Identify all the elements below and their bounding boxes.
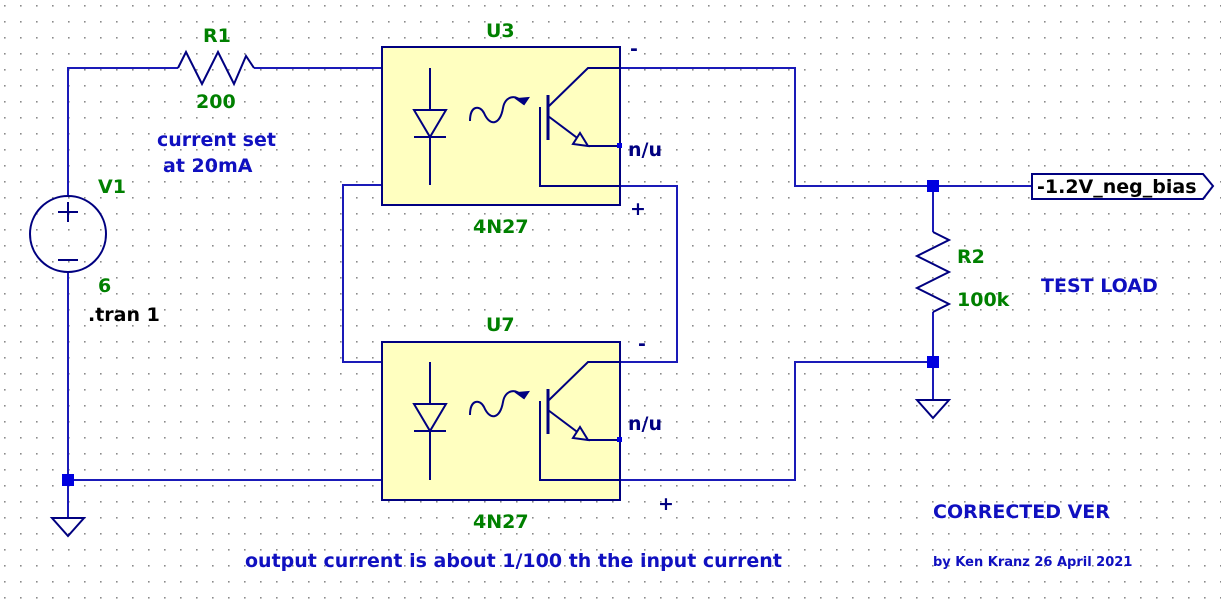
u3-led-diode	[412, 109, 448, 139]
u3-part-label: 4N27	[473, 216, 529, 238]
wire-u7-emitter-to-r2[interactable]	[620, 361, 933, 481]
u3-nu-pin-label: n/u	[628, 139, 662, 161]
wire-v1-to-r1[interactable]	[67, 67, 178, 195]
u7-part-label: 4N27	[473, 511, 529, 533]
wire-u3-collector-to-output[interactable]	[620, 67, 1032, 187]
u7-emitter-lead	[539, 401, 620, 481]
note-author-credit: by Ken Kranz 26 April 2021	[933, 555, 1132, 570]
u7-light-arrow-icon	[514, 390, 530, 400]
v1-value-label: 6	[98, 275, 111, 297]
note-current-set-line2: at 20mA	[163, 155, 253, 177]
wire-u3-emitter-to-u7-collector[interactable]	[620, 185, 678, 363]
note-test-load: TEST LOAD	[1041, 275, 1158, 297]
u3-emitter-lead	[539, 107, 620, 187]
ground-symbol-right	[914, 399, 952, 420]
u7-nu-pin-label: n/u	[628, 413, 662, 435]
ground-symbol-left	[49, 517, 87, 538]
u7-optocoupler[interactable]	[381, 341, 622, 501]
u3-transistor-collector	[547, 67, 620, 108]
u3-light-arrow-icon	[514, 96, 530, 106]
u3-plus-pin-label: +	[630, 198, 646, 220]
r1-value-label: 200	[196, 91, 236, 113]
junction-r2-bottom-node	[927, 356, 939, 368]
u3-nu-pin	[617, 143, 622, 148]
u7-name-label: U7	[486, 314, 515, 336]
tran-directive[interactable]: .tran 1	[88, 304, 160, 326]
net-label-text: -1.2V_neg_bias	[1037, 176, 1197, 198]
u3-minus-pin-label: -	[630, 38, 638, 60]
r1-name-label: R1	[203, 25, 231, 47]
junction-output-node	[927, 180, 939, 192]
u3-body	[381, 46, 621, 206]
r2-name-label: R2	[957, 246, 985, 268]
v1-name-label: V1	[98, 176, 126, 198]
r2-resistor[interactable]	[914, 231, 952, 313]
u7-plus-pin-label: +	[658, 493, 674, 515]
note-corrected-version: CORRECTED VER	[933, 501, 1110, 523]
v1-voltage-source[interactable]	[29, 195, 107, 273]
u7-minus-pin-label: -	[638, 333, 646, 355]
junction-ground-node	[62, 474, 74, 486]
note-output-current: output current is about 1/100 th the inp…	[245, 550, 782, 572]
net-label-flag[interactable]	[1031, 173, 1215, 200]
v1-source-circle	[29, 195, 107, 273]
u7-led-diode	[412, 403, 448, 433]
u3-emitter-arrow-icon	[571, 131, 590, 148]
u3-light-path-icon	[469, 96, 525, 124]
r1-resistor[interactable]	[177, 49, 255, 87]
u3-optocoupler[interactable]	[381, 46, 622, 206]
u7-transistor-collector	[547, 361, 620, 402]
r2-value-label: 100k	[957, 289, 1010, 311]
u7-emitter-arrow-icon	[571, 425, 590, 442]
u7-nu-pin	[617, 437, 622, 442]
u3-name-label: U3	[486, 20, 515, 42]
note-current-set-line1: current set	[157, 129, 276, 151]
u7-light-path-icon	[469, 390, 525, 418]
